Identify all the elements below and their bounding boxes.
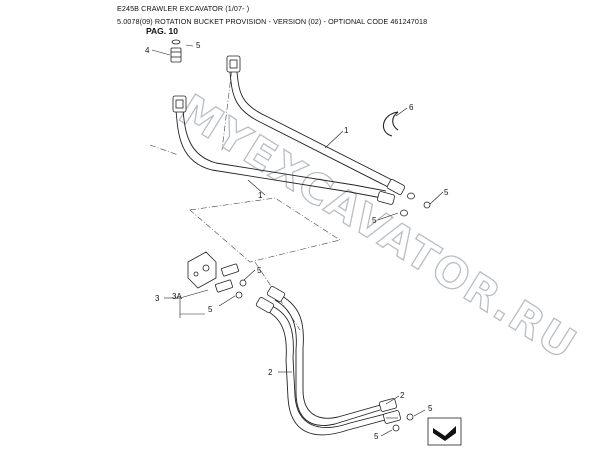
callout-5: 5 [208,305,213,314]
clip-6 [382,111,399,137]
callout-5: 5 [444,188,449,197]
callout-3: 3 [155,294,160,303]
callout-3a: 3A [172,292,182,301]
hose-2-assembly [264,295,390,436]
bracket-3 [187,251,247,299]
callout-6: 6 [409,103,414,112]
callout-5: 5 [257,266,262,275]
leader-lines [151,44,444,437]
section-title: 5.0078(09) ROTATION BUCKET PROVISION - V… [117,17,428,26]
next-page-arrow-icon[interactable] [427,417,462,446]
callout-2: 2 [400,391,405,400]
callout-2: 2 [268,368,273,377]
hose-2-fittings [255,286,401,424]
callout-1: 1 [344,126,349,135]
document-title: E245B CRAWLER EXCAVATOR (1/07- ) [117,4,250,13]
page-number: PAG. 10 [146,26,178,36]
watermark-text: MYEXCAVATOR.RU [171,85,586,370]
fitting-4 [170,39,182,63]
callout-5: 5 [372,216,377,225]
callout-4: 4 [145,46,150,55]
hose-1-assembly [175,71,397,199]
o-rings-upper [400,192,431,217]
o-rings-lower [392,413,414,432]
callout-5: 5 [428,404,433,413]
callout-1: 1 [258,191,263,200]
callout-5: 5 [196,41,201,50]
hose-1-fittings [172,55,406,205]
callout-5: 5 [374,432,379,441]
